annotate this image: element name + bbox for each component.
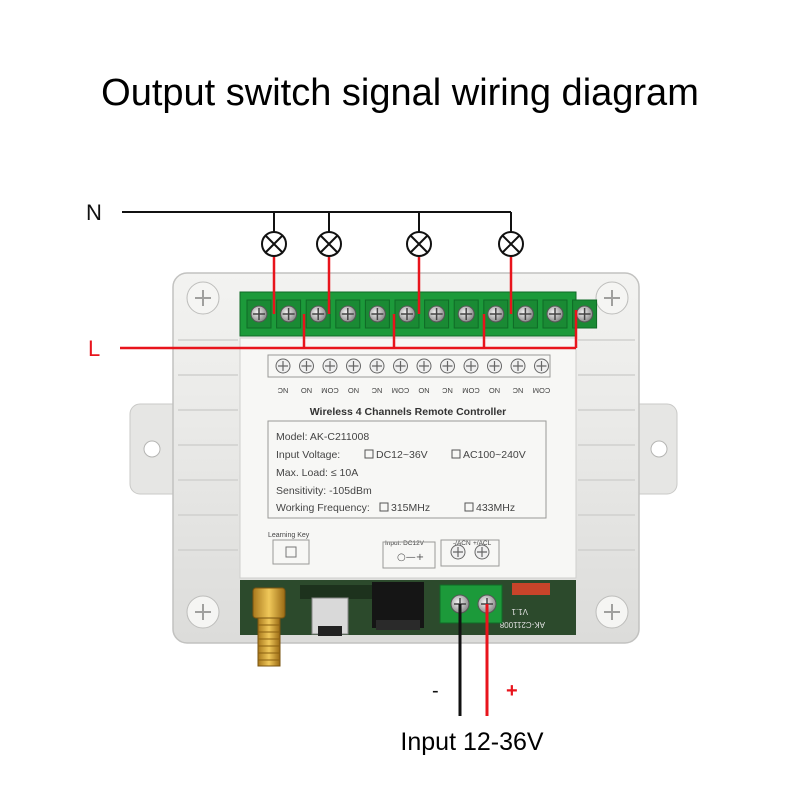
mounting-screw-icon [595, 595, 629, 629]
plus-label: + [506, 680, 518, 702]
terminal-label: NC [277, 386, 288, 395]
terminal-label: COM [533, 386, 551, 395]
max-load-text: Max. Load: ≤ 10A [276, 467, 358, 479]
input-wires [458, 604, 489, 716]
frequency-opt2: 433MHz [476, 502, 515, 514]
sensitivity-text: Sensitivity: -105dBm [276, 485, 372, 497]
terminal-label: NO [489, 386, 500, 395]
terminal-symbol [534, 358, 549, 374]
terminal-label: COM [462, 386, 480, 395]
neutral-wire [122, 211, 512, 232]
diagram-title: Output switch signal wiring diagram [101, 72, 699, 114]
screw-terminal-icon [305, 299, 331, 329]
screw-terminal-icon [483, 299, 509, 329]
terminal-symbol [275, 358, 291, 374]
terminal-symbol [510, 358, 526, 374]
product-title: Wireless 4 Channels Remote Controller [310, 406, 507, 418]
terminal-label: NC [371, 386, 382, 395]
input-voltage-label: Input Voltage: [276, 449, 340, 461]
acl-label: +/ACL [473, 540, 492, 547]
terminal-symbol [346, 358, 361, 374]
screw-terminal-icon [542, 299, 568, 329]
terminal-symbol [393, 358, 408, 374]
screw-terminal-icon [512, 299, 538, 329]
terminal-label: NC [512, 386, 523, 395]
dc-symbol: ○—+ [397, 552, 424, 563]
screw-terminal-icon [276, 299, 302, 329]
terminal-label: COM [321, 386, 339, 395]
terminal-label: COM [392, 386, 410, 395]
mounting-screw-icon [186, 281, 220, 315]
screw-terminal-icon [453, 299, 479, 329]
lamp-icon [316, 231, 342, 257]
input-voltage-opt2: AC100~240V [463, 449, 526, 461]
terminal-symbol [487, 358, 502, 374]
terminal-symbol [463, 358, 479, 374]
frequency-label: Working Frequency: [276, 502, 370, 514]
acn-label: -/ACN [453, 540, 471, 547]
pcb-area: V1.1 AK-C211008 [240, 580, 576, 636]
lamp-icon [406, 231, 432, 257]
frequency-opt1: 315MHz [391, 502, 430, 514]
label-panel: NC NO COM NO NC COM NO NC COM NO NC COM Wireless 4 … [239, 337, 577, 579]
terminal-symbol [369, 358, 385, 374]
live-label: L [88, 336, 100, 361]
mounting-screw-icon [186, 595, 220, 629]
neutral-label: N [86, 200, 102, 225]
terminal-label: NO [301, 386, 312, 395]
terminal-label: NO [348, 386, 359, 395]
lamp-wires [272, 256, 513, 314]
mounting-screw-icon [595, 281, 629, 315]
output-terminal-block [239, 291, 598, 337]
terminal-symbol [299, 358, 314, 374]
terminal-symbol [322, 358, 338, 374]
minus-label: - [432, 680, 439, 702]
antenna-icon [252, 587, 286, 667]
screw-terminal-icon [364, 299, 390, 329]
screw-terminal-icon [246, 299, 272, 329]
input-voltage-caption: Input 12-36V [400, 728, 543, 756]
terminal-symbol [440, 358, 455, 374]
pcb-version-text: V1.1 [511, 607, 528, 616]
terminal-label: NC [442, 386, 453, 395]
input-voltage-opt1: DC12~36V [376, 449, 428, 461]
screw-terminal-icon [394, 299, 420, 329]
live-wire [120, 310, 578, 350]
pcb-model-text: AK-C211008 [499, 620, 545, 629]
input-dc-label: Input: DC12V [385, 540, 425, 547]
screw-terminal-icon [335, 299, 361, 329]
model-text: Model: AK-C211008 [276, 431, 369, 443]
lamp-icon [498, 231, 524, 257]
screw-terminal-icon [424, 299, 450, 329]
terminal-symbol [416, 358, 432, 374]
lamp-icon [261, 231, 287, 257]
learning-key-label: Learning Key [268, 532, 310, 539]
terminal-label: NO [418, 386, 429, 395]
